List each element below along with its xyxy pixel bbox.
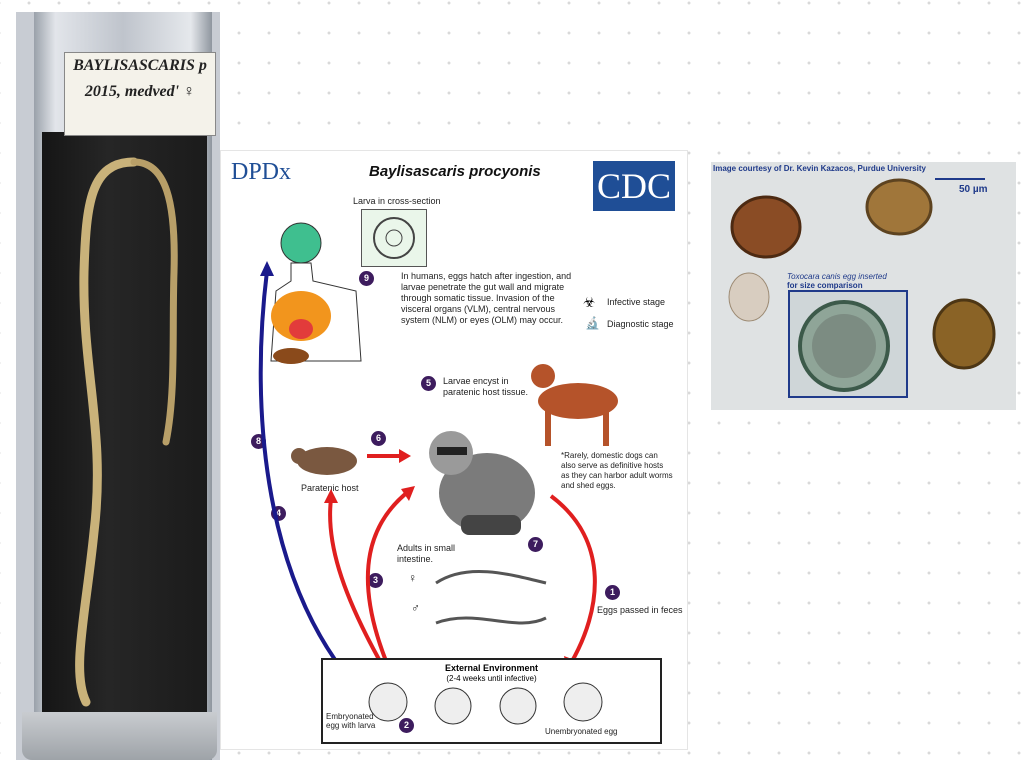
jar-base bbox=[22, 712, 217, 760]
jar-liquid bbox=[42, 132, 207, 742]
scale-label: 50 µm bbox=[959, 184, 988, 195]
legend-infective: Infective stage bbox=[607, 297, 666, 307]
adult-worms bbox=[435, 570, 547, 625]
external-environment-box: External Environment (2-4 weeks until in… bbox=[321, 658, 662, 744]
external-environment-subtitle: (2-4 weeks until infective) bbox=[446, 674, 537, 683]
lifecycle-diagram: DPDx Baylisascaris procyonis CDC Larva i… bbox=[220, 150, 688, 750]
dog-illustration bbox=[531, 364, 618, 446]
step-3-badge: 3 bbox=[368, 573, 383, 588]
inset-caption-line2: for size comparison bbox=[787, 281, 863, 290]
worm-specimen bbox=[75, 157, 178, 707]
dpdx-logo: DPDx bbox=[231, 159, 292, 185]
scale-bar bbox=[935, 178, 985, 180]
embryonated-egg-label: Embryonated egg with larva bbox=[326, 712, 376, 730]
step-6-badge: 6 bbox=[371, 431, 386, 446]
larva-cross-section-label: Larva in cross-section bbox=[353, 196, 441, 206]
microscope-icon: 🔬 bbox=[585, 316, 600, 330]
dog-note: *Rarely, domestic dogs can also serve as… bbox=[561, 451, 673, 490]
step-9-badge: 9 bbox=[359, 271, 374, 286]
biohazard-icon: ☣ bbox=[583, 294, 596, 310]
eggs bbox=[728, 178, 996, 370]
micrograph-credit: Image courtesy of Dr. Kevin Kazacos, Pur… bbox=[713, 164, 926, 173]
cross-section-image bbox=[361, 209, 427, 267]
jar-label-line1: BAYLISASCARIS p bbox=[73, 57, 207, 74]
inset-caption-line1: Toxocara canis egg inserted bbox=[787, 272, 887, 281]
step-1-badge: 1 bbox=[605, 585, 620, 600]
lifecycle-arrows bbox=[258, 261, 597, 683]
jar-label-line2: 2015, medved' ♀ bbox=[84, 83, 196, 100]
step-5-badge: 5 bbox=[421, 376, 436, 391]
egg-stages bbox=[368, 682, 603, 725]
step-2-badge: 2 bbox=[399, 718, 414, 733]
adults-text: Adults in small intestine. bbox=[397, 543, 456, 564]
specimen-jar-photo: BAYLISASCARIS p 2015, medved' ♀ bbox=[16, 12, 220, 760]
toxocara-inset bbox=[788, 290, 908, 398]
legend-diagnostic: Diagnostic stage bbox=[607, 319, 674, 329]
egg-micrograph: Image courtesy of Dr. Kevin Kazacos, Pur… bbox=[711, 162, 1016, 410]
step-5-text: Larvae encyst in paratenic host tissue. bbox=[443, 376, 529, 397]
jar-label: BAYLISASCARIS p 2015, medved' ♀ bbox=[64, 52, 216, 136]
raccoon-illustration bbox=[429, 431, 535, 535]
external-environment-title: External Environment bbox=[444, 663, 539, 673]
female-symbol: ♀ bbox=[408, 571, 417, 585]
inset-caption: Toxocara canis egg inserted for size com… bbox=[787, 272, 887, 290]
diagram-title: Baylisascaris procyonis bbox=[369, 163, 541, 180]
male-symbol: ♂ bbox=[411, 601, 420, 615]
step-7-badge: 7 bbox=[528, 537, 543, 552]
human-figure bbox=[270, 222, 362, 364]
unembryonated-egg-label: Unembryonated egg bbox=[545, 727, 618, 736]
eggs-passed-label: Eggs passed in feces bbox=[597, 605, 683, 615]
rodent-illustration bbox=[291, 447, 357, 475]
cdc-logo: CDC bbox=[593, 161, 675, 211]
step-9-text: In humans, eggs hatch after ingestion, a… bbox=[401, 271, 572, 325]
paratenic-host-label: Paratenic host bbox=[301, 483, 359, 493]
